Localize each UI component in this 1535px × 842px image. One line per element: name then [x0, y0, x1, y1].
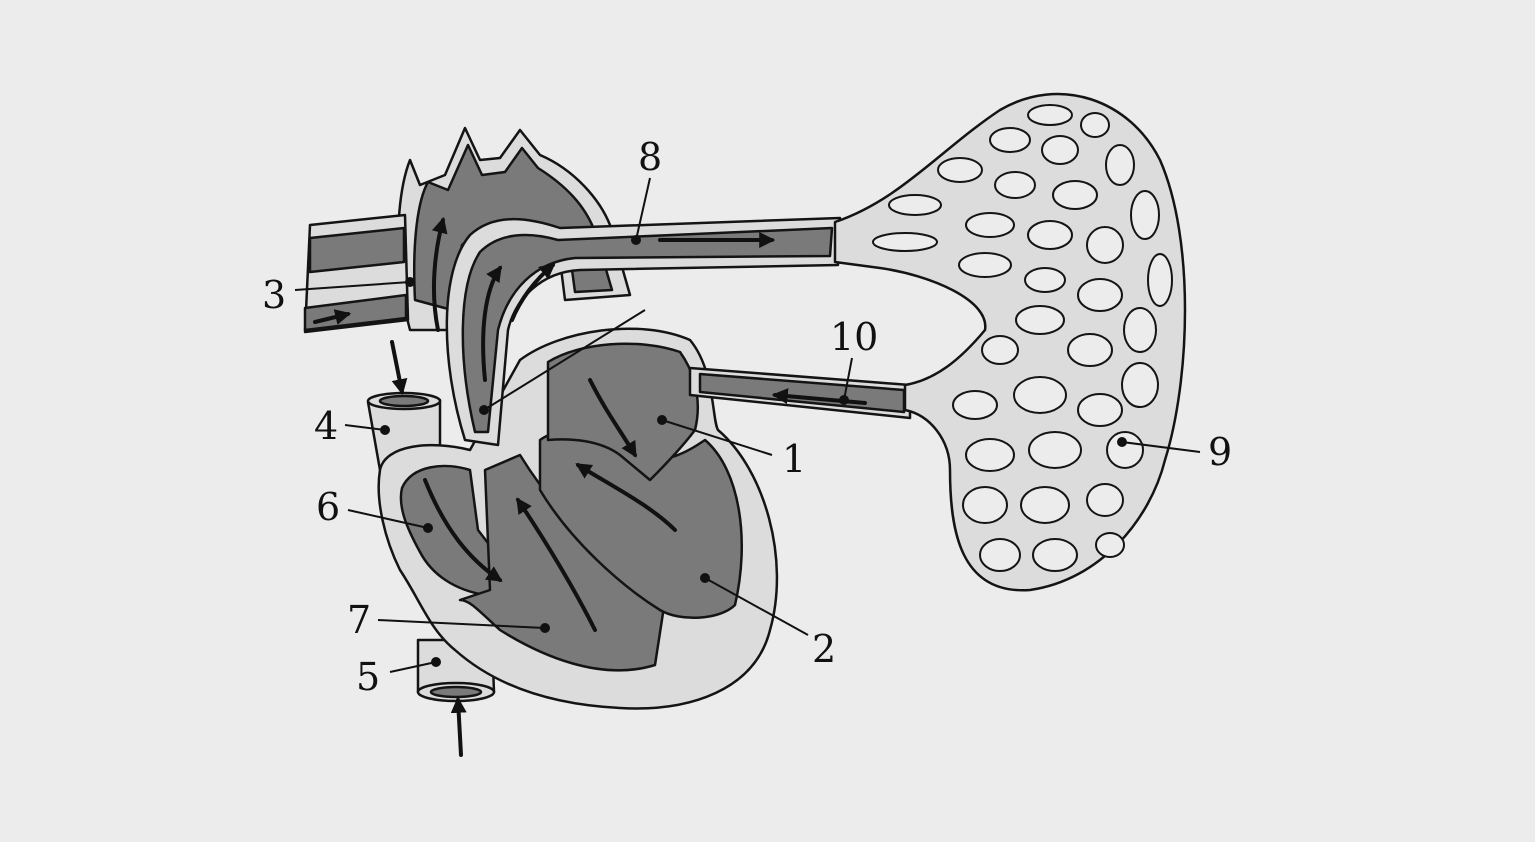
- arrow-superior: [390, 340, 408, 396]
- label-8: 8: [638, 135, 663, 179]
- arrow-lv: [575, 463, 677, 532]
- label-6: 6: [316, 485, 341, 529]
- capillary-network: [833, 92, 1187, 592]
- leader-2: [704, 577, 809, 636]
- label-2: 2: [812, 627, 837, 671]
- label-1: 1: [782, 437, 807, 481]
- arrow-trunk-2: [510, 262, 556, 322]
- leader-10: [843, 357, 853, 401]
- leader-5: [389, 661, 437, 673]
- label-7: 7: [347, 598, 372, 642]
- leader-7: [377, 619, 546, 629]
- label-9: 9: [1208, 430, 1233, 474]
- leader-1: [661, 419, 773, 456]
- label-10: 10: [830, 315, 879, 359]
- vena-cava-left: [303, 213, 410, 334]
- leader-4: [344, 424, 386, 431]
- arrow-inferior: [450, 696, 467, 757]
- arrow-ra: [423, 478, 503, 582]
- arrow-vena-cava: [313, 309, 352, 325]
- leader-9: [1121, 441, 1201, 453]
- arrow-trunk-1: [481, 265, 502, 382]
- label-4: 4: [314, 404, 339, 448]
- leader-8: [635, 177, 651, 241]
- leader-3: [294, 281, 411, 291]
- pulmonary-vein: [688, 366, 912, 420]
- arrow-la: [588, 378, 637, 458]
- arrow-rv: [516, 497, 597, 632]
- leader-6: [347, 509, 429, 529]
- label-5: 5: [356, 655, 381, 699]
- label-3: 3: [262, 273, 287, 317]
- arrow-aorta: [431, 216, 448, 332]
- leader-extra: [483, 309, 646, 411]
- arrow-pulmonary-in: [771, 388, 867, 405]
